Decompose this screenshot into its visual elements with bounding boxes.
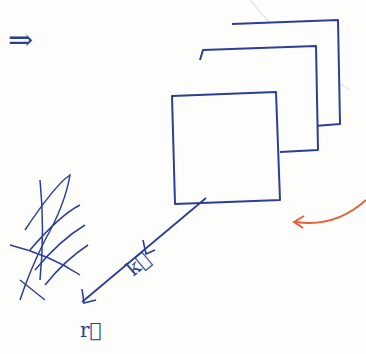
wave-vector-line [82,198,206,302]
front-plane [172,92,280,204]
symbol-label: r⃗ [80,318,102,342]
right-angle-mark [143,240,155,254]
orange-arrow [296,200,366,223]
scribble [10,175,88,300]
symbol-label: ⇒ [8,22,33,57]
orange-arrowhead [294,216,304,228]
right-angle-mark [82,289,96,303]
